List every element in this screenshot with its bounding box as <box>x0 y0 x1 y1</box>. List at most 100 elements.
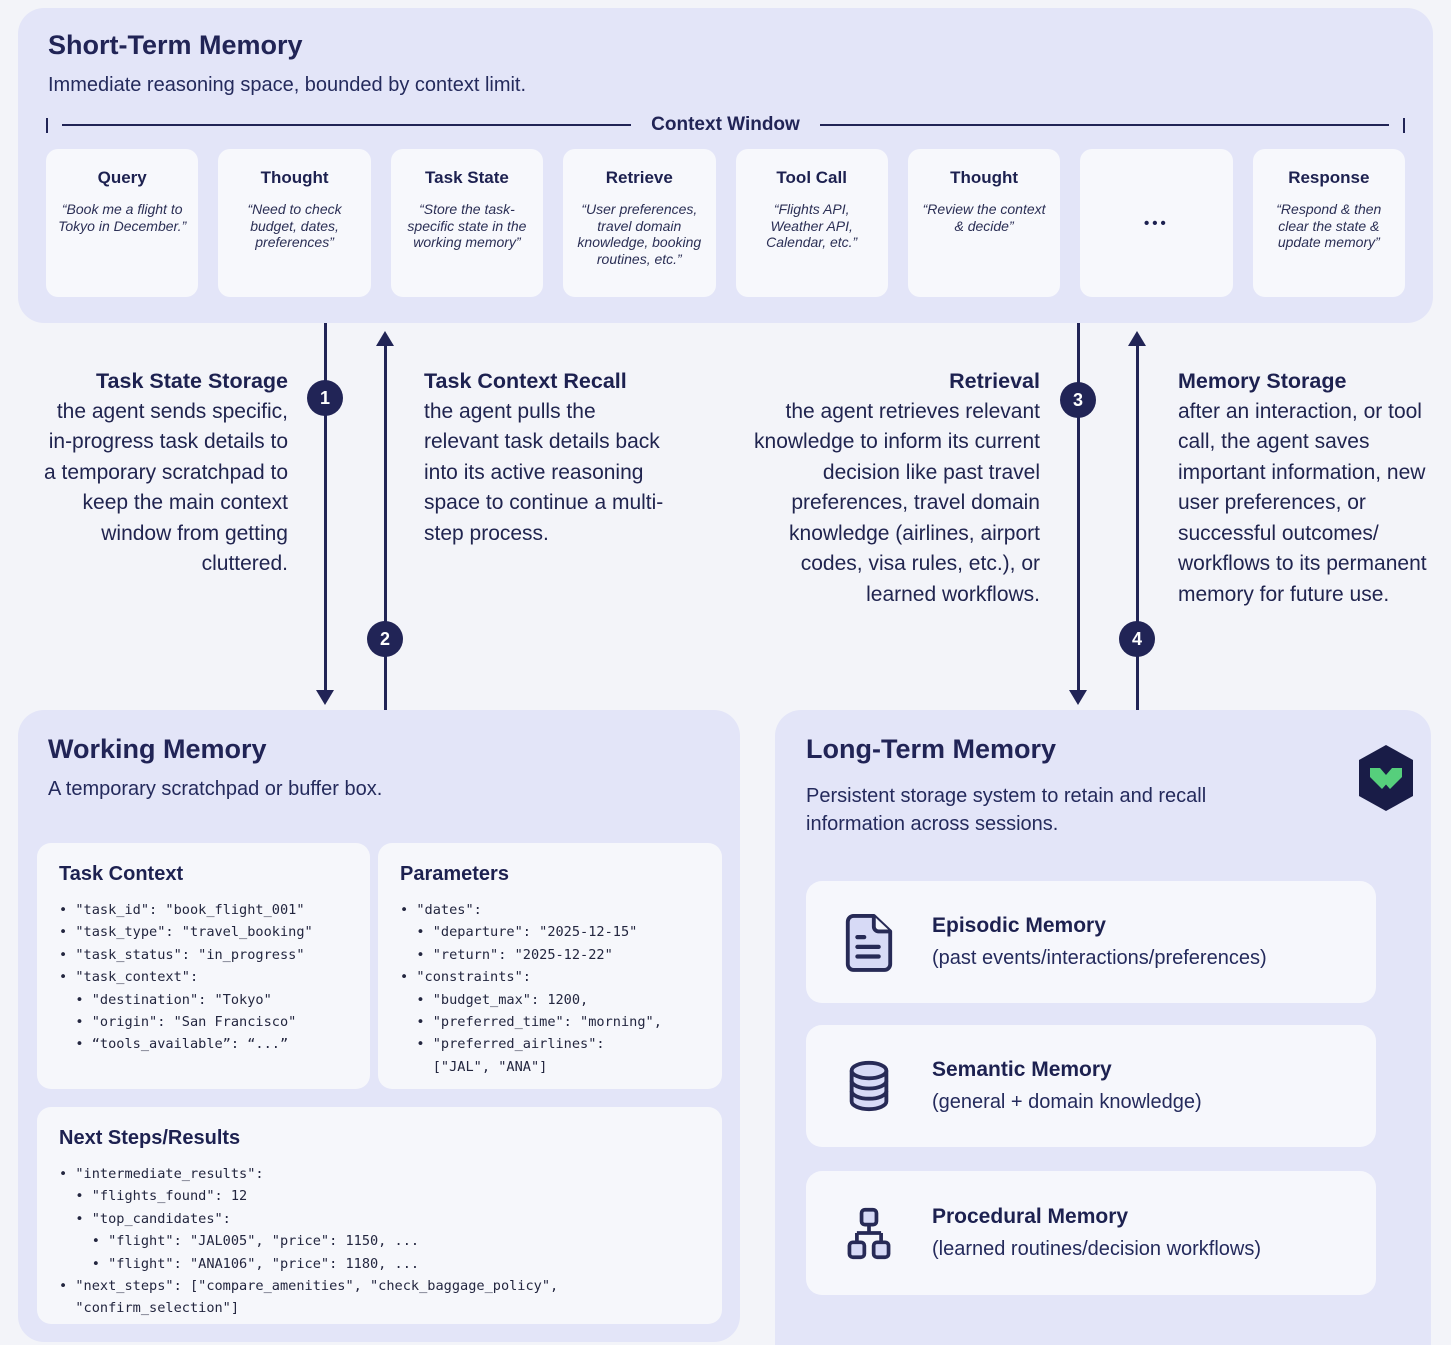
arrow-2-line <box>384 345 387 710</box>
card-thought-2: Thought “Review the context & decide” <box>907 149 1061 297</box>
flow-3-heading: Retrieval <box>949 369 1040 393</box>
arrow-1-line <box>324 323 327 691</box>
parameters-card: Parameters • "dates": • "departure": "20… <box>378 843 722 1089</box>
flow-1-heading: Task State Storage <box>96 369 288 393</box>
step-4-badge: 4 <box>1119 621 1155 657</box>
card-thought-1-title: Thought <box>260 168 329 187</box>
code-line: • "preferred_time": "morning", <box>400 1014 662 1031</box>
weaviate-logo-icon <box>1359 745 1413 811</box>
working-memory-title: Working Memory <box>48 734 267 764</box>
flow-2-heading: Task Context Recall <box>424 369 627 393</box>
flow-4-body: after an interaction, or tool call, the … <box>1178 399 1427 606</box>
card-thought-1: Thought “Need to check budget, dates, pr… <box>218 149 371 297</box>
context-window-bracket: Context Window <box>46 114 1405 136</box>
card-tool-call-quote: “Flights API, Weather API, Calendar, etc… <box>766 201 858 250</box>
card-response-quote: “Respond & then clear the state & update… <box>1276 201 1382 250</box>
semantic-memory-desc: (general + domain knowledge) <box>932 1091 1202 1113</box>
procedural-memory-title: Procedural Memory <box>932 1205 1129 1228</box>
task-context-title: Task Context <box>59 863 184 885</box>
code-line: • "task_type": "travel_booking" <box>59 924 313 941</box>
procedural-memory-card: Procedural Memory (learned routines/deci… <box>806 1171 1376 1295</box>
code-line: • "task_context": <box>59 969 199 986</box>
card-thought-2-title: Thought <box>950 168 1019 187</box>
code-line: • "origin": "San Francisco" <box>59 1014 297 1031</box>
code-line: • "intermediate_results": <box>59 1166 264 1182</box>
document-icon <box>845 914 893 972</box>
task-context-card: Task Context • "task_id": "book_flight_0… <box>37 843 370 1089</box>
short-term-memory-title: Short-Term Memory <box>48 30 303 60</box>
arrow-4-up-icon <box>1128 331 1146 346</box>
code-line: • "preferred_airlines": <box>400 1036 605 1053</box>
context-window-cards: Query “Book me a flight to Tokyo in Dece… <box>46 149 1405 297</box>
long-term-memory-title: Long-Term Memory <box>806 734 1057 764</box>
card-task-state-title: Task State <box>425 168 509 187</box>
next-steps-results-card: Next Steps/Results • "intermediate_resul… <box>37 1107 722 1324</box>
card-query: Query “Book me a flight to Tokyo in Dece… <box>46 149 199 297</box>
code-line: • "top_candidates": <box>59 1210 231 1227</box>
flow-task-state-storage: Task State Storage the agent sends speci… <box>38 366 288 580</box>
code-line: "confirm_selection"] <box>59 1300 240 1317</box>
context-window-right-tick <box>1403 117 1405 133</box>
code-line: • "task_status": "in_progress" <box>59 946 305 963</box>
code-line: • "flight": "ANA106", "price": 1180, ... <box>59 1255 420 1272</box>
card-query-quote: “Book me a flight to Tokyo in December.” <box>58 201 187 234</box>
parameters-title: Parameters <box>400 863 509 885</box>
flow-memory-storage: Memory Storage after an interaction, or … <box>1178 366 1436 610</box>
flow-2-body: the agent pulls the relevant task detail… <box>424 399 664 545</box>
semantic-memory-card: Semantic Memory (general + domain knowle… <box>806 1025 1376 1147</box>
card-task-state: Task State “Store the task-specific stat… <box>390 149 544 297</box>
arrow-4-line <box>1136 345 1139 710</box>
step-1-badge: 1 <box>307 380 343 416</box>
short-term-memory-panel: Short-Term Memory Immediate reasoning sp… <box>18 8 1433 323</box>
step-3-badge: 3 <box>1060 382 1096 418</box>
context-window-left-tick <box>46 117 48 133</box>
card-tool-call: Tool Call “Flights API, Weather API, Cal… <box>735 149 888 297</box>
short-term-memory-subtitle: Immediate reasoning space, bounded by co… <box>48 74 527 96</box>
flow-4-heading: Memory Storage <box>1178 369 1347 393</box>
procedural-memory-desc: (learned routines/decision workflows) <box>932 1238 1262 1260</box>
flow-1-body: the agent sends specific, in-progress ta… <box>44 399 288 576</box>
code-line: • "return": "2025-12-22" <box>400 946 613 963</box>
code-line: • “tools_available”: “...” <box>59 1036 289 1053</box>
code-line: • "dates": <box>400 902 482 918</box>
episodic-memory-card: Episodic Memory (past events/interaction… <box>806 881 1376 1003</box>
semantic-memory-text: Semantic Memory (general + domain knowle… <box>932 1058 1202 1114</box>
code-line: ["JAL", "ANA"] <box>400 1058 548 1075</box>
flow-retrieval: Retrieval the agent retrieves relevant k… <box>752 366 1040 610</box>
card-thought-2-quote: “Review the context & decide” <box>922 201 1046 234</box>
database-icon <box>849 1060 889 1112</box>
card-ellipsis: ••• <box>1080 149 1233 297</box>
arrow-3-line <box>1077 323 1080 691</box>
code-line: • "budget_max": 1200, <box>400 991 589 1008</box>
episodic-memory-title: Episodic Memory <box>932 914 1106 937</box>
code-line: • "task_id": "book_flight_001" <box>59 902 305 918</box>
card-retrieve-quote: “User preferences, travel domain knowled… <box>577 201 702 267</box>
code-line: • "departure": "2025-12-15" <box>400 924 638 941</box>
next-steps-results-title: Next Steps/Results <box>59 1127 241 1149</box>
arrow-1-down-icon <box>316 690 334 705</box>
episodic-memory-desc: (past events/interactions/preferences) <box>932 947 1267 969</box>
card-task-state-quote: “Store the task-specific state in the wo… <box>407 201 527 250</box>
code-line: • "flight": "JAL005", "price": 1150, ... <box>59 1233 420 1250</box>
card-tool-call-title: Tool Call <box>776 168 847 187</box>
arrow-2-up-icon <box>376 331 394 346</box>
context-window-right-line <box>819 124 1389 126</box>
context-window-left-line <box>62 124 632 126</box>
long-term-memory-panel: Long-Term Memory Persistent storage syst… <box>775 710 1431 1345</box>
step-2-badge: 2 <box>367 621 403 657</box>
semantic-memory-title: Semantic Memory <box>932 1058 1112 1081</box>
flow-task-context-recall: Task Context Recall the agent pulls the … <box>424 366 672 549</box>
code-line: • "flights_found": 12 <box>59 1188 248 1205</box>
working-memory-panel: Working Memory A temporary scratchpad or… <box>18 710 740 1342</box>
code-line: • "destination": "Tokyo" <box>59 991 272 1008</box>
card-retrieve: Retrieve “User preferences, travel domai… <box>563 149 716 297</box>
ellipsis-icon: ••• <box>1144 214 1169 232</box>
card-response: Response “Respond & then clear the state… <box>1252 149 1405 297</box>
long-term-memory-subtitle: Persistent storage system to retain and … <box>806 785 1207 835</box>
arrow-3-down-icon <box>1069 690 1087 705</box>
working-memory-subtitle: A temporary scratchpad or buffer box. <box>48 778 383 800</box>
episodic-memory-text: Episodic Memory (past events/interaction… <box>932 914 1267 970</box>
code-line: • "constraints": <box>400 969 531 986</box>
card-response-title: Response <box>1288 168 1370 187</box>
